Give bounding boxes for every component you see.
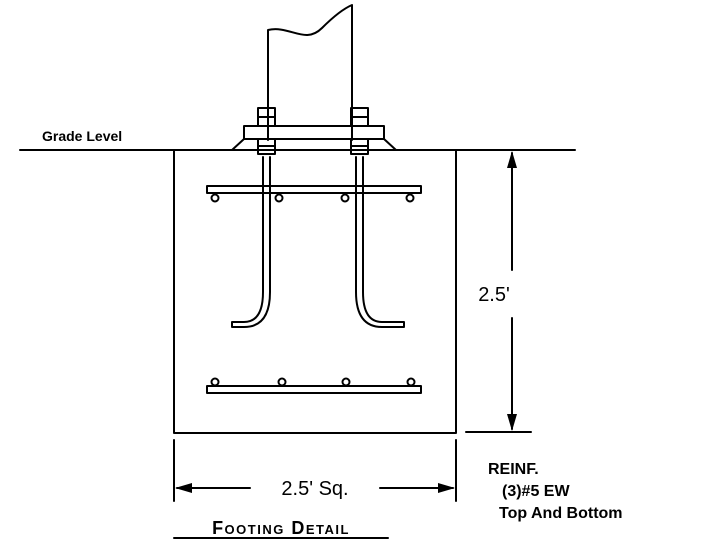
footing-outline: [173, 149, 457, 434]
rebar-dot: [340, 193, 350, 203]
caption: Footing Detail: [212, 518, 350, 538]
rebar-dot: [210, 377, 220, 387]
post: [267, 4, 353, 141]
reinf-bars: (3)#5 EW: [502, 483, 570, 500]
rebar-dot: [274, 193, 284, 203]
rebar-dot: [405, 193, 415, 203]
anchor-bolt-right: [350, 107, 405, 328]
rebar-dot: [277, 377, 287, 387]
top-rebar-mat: [206, 185, 422, 194]
base-plate: [243, 125, 385, 140]
rebar-dot: [406, 377, 416, 387]
rebar-dot: [341, 377, 351, 387]
arrow-right: [438, 483, 455, 493]
grout-pad: [231, 138, 397, 151]
height-dimension-label: 2.5': [478, 284, 510, 306]
arrow-down: [507, 414, 517, 431]
reinf-title: REINF.: [488, 461, 539, 478]
grade-level-label: Grade Level: [42, 128, 122, 144]
anchor-bolt-left: [231, 107, 276, 328]
width-dimension-label: 2.5' Sq.: [281, 478, 348, 500]
arrow-left: [175, 483, 192, 493]
rebar-dot: [210, 193, 220, 203]
reinf-location: Top And Bottom: [499, 505, 623, 522]
arrow-up: [507, 151, 517, 168]
bottom-rebar-mat: [206, 385, 422, 394]
